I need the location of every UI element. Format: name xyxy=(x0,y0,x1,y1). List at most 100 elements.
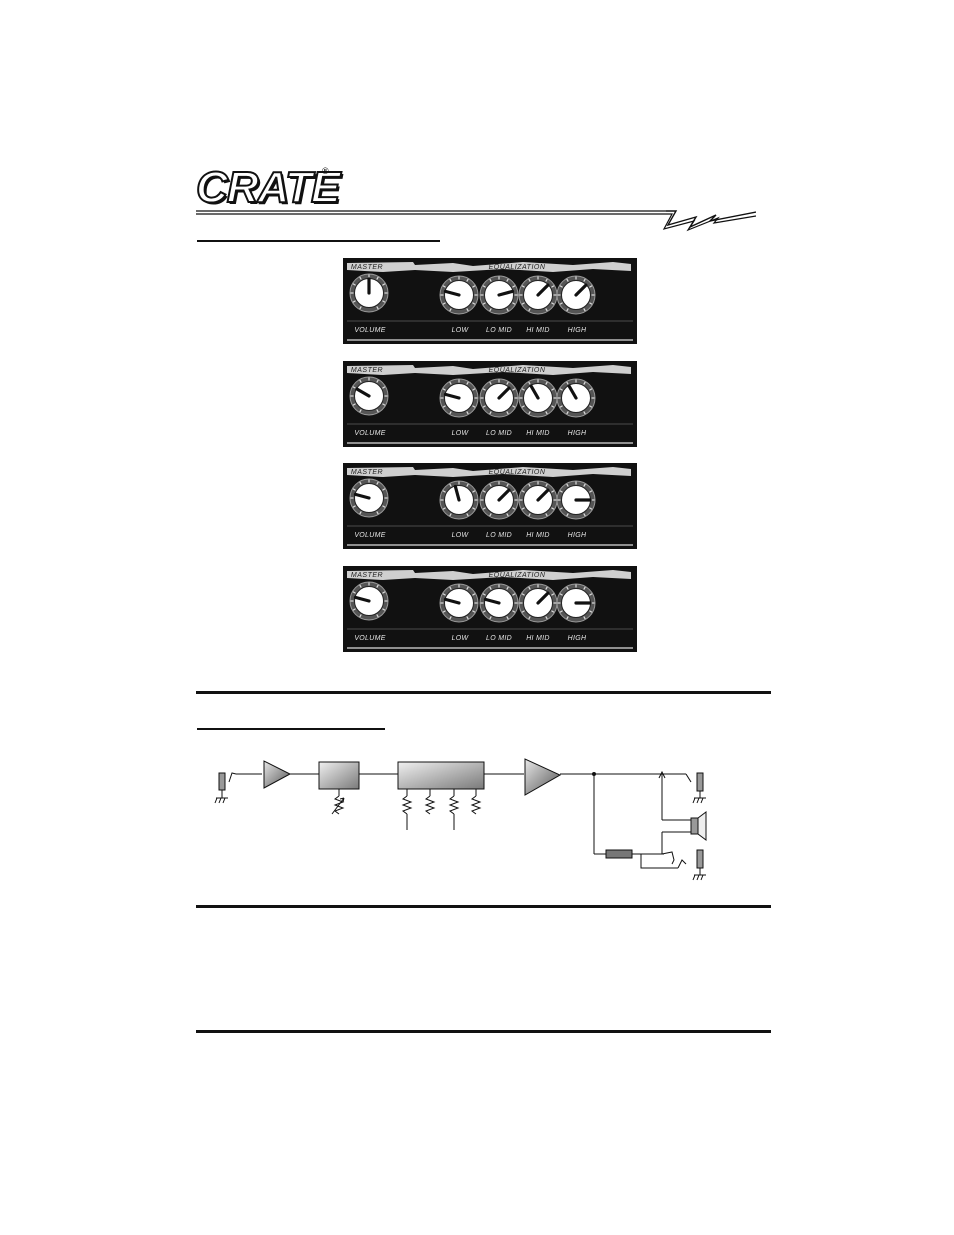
high-knob-icon xyxy=(556,378,596,418)
equalization-label: EQUALIZATION xyxy=(489,469,546,476)
knob-pointer xyxy=(355,387,371,398)
hi-mid-knob-icon xyxy=(518,583,558,623)
eq-potentiometer-icon xyxy=(424,789,436,815)
knob-pointer xyxy=(536,283,550,297)
low-label: LOW xyxy=(452,430,470,437)
high-label: HIGH xyxy=(568,635,587,642)
section-divider xyxy=(196,1030,771,1033)
knob-pointer xyxy=(497,386,511,400)
low-knob-icon xyxy=(439,583,479,623)
hi-mid-label: HI MID xyxy=(526,327,550,334)
low-knob-icon xyxy=(439,275,479,315)
lo-mid-knob-icon xyxy=(479,275,519,315)
hi-mid-knob-icon xyxy=(518,378,558,418)
section-heading-underline xyxy=(197,728,385,730)
volume-knob-icon xyxy=(349,273,389,313)
volume-knob-icon xyxy=(349,581,389,621)
control-panel-graphic: MASTER EQUALIZATION VOLUME LOW LO MID HI MID H… xyxy=(347,365,633,444)
preamp-triangle-icon xyxy=(263,760,292,789)
master-label: MASTER xyxy=(351,367,383,374)
control-panel-setting-2: MASTER EQUALIZATION VOLUME LOW LO MID HI MID H… xyxy=(343,361,637,447)
lo-mid-label: LO MID xyxy=(486,532,512,539)
knob-pointer xyxy=(497,488,511,502)
lo-mid-knob-icon xyxy=(479,378,519,418)
hi-mid-label: HI MID xyxy=(526,532,550,539)
knob-pointer xyxy=(483,597,501,605)
volume-label: VOLUME xyxy=(354,327,385,334)
power-amp-triangle-icon xyxy=(524,758,562,796)
high-knob-icon xyxy=(556,583,596,623)
section-divider xyxy=(196,691,771,694)
control-panel-graphic: MASTER EQUALIZATION VOLUME LOW LO MID HI MID H… xyxy=(347,262,633,341)
knob-pointer xyxy=(497,289,515,297)
master-label: MASTER xyxy=(351,572,383,579)
master-label: MASTER xyxy=(351,264,383,271)
low-knob-icon xyxy=(439,480,479,520)
equalization-label: EQUALIZATION xyxy=(489,264,546,271)
speaker-icon xyxy=(690,811,707,841)
lo-mid-label: LO MID xyxy=(486,635,512,642)
hi-mid-knob-icon xyxy=(518,275,558,315)
equalization-label: EQUALIZATION xyxy=(489,367,546,374)
knob-pointer xyxy=(443,597,461,605)
lo-mid-label: LO MID xyxy=(486,327,512,334)
hi-mid-label: HI MID xyxy=(526,635,550,642)
headphone-jack-icon xyxy=(677,849,706,881)
output-jack-icon xyxy=(685,772,706,804)
high-label: HIGH xyxy=(568,430,587,437)
crate-logo: CRATE xyxy=(195,163,341,212)
knob-pointer xyxy=(453,484,461,502)
knob-pointer xyxy=(536,591,550,605)
high-knob-icon xyxy=(556,275,596,315)
eq-stage-box xyxy=(397,761,485,790)
section-divider xyxy=(196,905,771,908)
hi-mid-knob-icon xyxy=(518,480,558,520)
knob-pointer xyxy=(443,392,461,400)
control-panel-graphic: MASTER EQUALIZATION VOLUME LOW LO MID HI MID H… xyxy=(347,570,633,649)
low-label: LOW xyxy=(452,327,470,334)
headphone-resistor-box xyxy=(605,849,633,859)
eq-potentiometer-icon xyxy=(448,789,460,830)
hi-mid-label: HI MID xyxy=(526,430,550,437)
high-label: HIGH xyxy=(568,532,587,539)
knob-pointer xyxy=(574,283,588,297)
lo-mid-label: LO MID xyxy=(486,430,512,437)
panel-header-stripe xyxy=(347,467,631,477)
knob-pointer xyxy=(567,384,578,400)
volume-potentiometer-icon xyxy=(331,789,345,815)
control-panel-setting-4: MASTER EQUALIZATION VOLUME LOW LO MID HI MID H… xyxy=(343,566,637,652)
section-heading-underline xyxy=(197,240,440,242)
master-label: MASTER xyxy=(351,469,383,476)
low-label: LOW xyxy=(452,532,470,539)
volume-label: VOLUME xyxy=(354,532,385,539)
high-knob-icon xyxy=(556,480,596,520)
panel-header-stripe xyxy=(347,365,631,375)
equalization-label: EQUALIZATION xyxy=(489,572,546,579)
eq-potentiometer-icon xyxy=(401,789,413,830)
gain-stage-box xyxy=(318,761,360,790)
lo-mid-knob-icon xyxy=(479,480,519,520)
eq-potentiometer-icon xyxy=(470,789,482,815)
knob-pointer xyxy=(443,289,461,297)
volume-label: VOLUME xyxy=(354,635,385,642)
panel-header-stripe xyxy=(347,262,631,272)
knob-pointer xyxy=(353,492,371,500)
volume-knob-icon xyxy=(349,376,389,416)
knob-pointer xyxy=(353,595,371,603)
control-panel-graphic: MASTER EQUALIZATION VOLUME LOW LO MID HI MID H… xyxy=(347,467,633,546)
signal-flow-diagram xyxy=(214,758,707,881)
low-knob-icon xyxy=(439,378,479,418)
volume-label: VOLUME xyxy=(354,430,385,437)
lo-mid-knob-icon xyxy=(479,583,519,623)
control-panel-setting-3: MASTER EQUALIZATION VOLUME LOW LO MID HI MID H… xyxy=(343,463,637,549)
control-panel-setting-1: MASTER EQUALIZATION VOLUME LOW LO MID HI MID H… xyxy=(343,258,637,344)
registered-mark: ® xyxy=(322,166,329,176)
low-label: LOW xyxy=(452,635,470,642)
panel-header-stripe xyxy=(347,570,631,580)
volume-knob-icon xyxy=(349,478,389,518)
knob-pointer xyxy=(536,488,550,502)
knob-pointer xyxy=(529,384,540,400)
input-jack-icon xyxy=(214,772,237,804)
header-rule xyxy=(196,210,756,232)
high-label: HIGH xyxy=(568,327,587,334)
